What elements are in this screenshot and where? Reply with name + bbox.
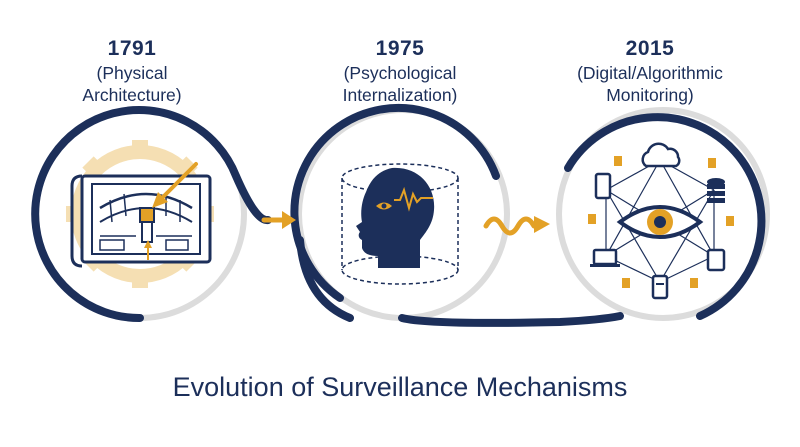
era-subtitle-line2: Internalization)	[342, 85, 458, 105]
network-lines	[605, 159, 715, 283]
cloud-icon	[641, 142, 681, 168]
era-2015: 2015 (Digital/Algorithmic Monitoring)	[550, 38, 750, 106]
timeline-ribbon	[31, 103, 766, 327]
tablet-icon	[706, 248, 726, 272]
blueprint-icon	[70, 174, 212, 268]
era-subtitle-line2: Monitoring)	[606, 85, 694, 105]
ribbon-bottom	[296, 236, 354, 322]
era-1975: 1975 (Psychological Internalization)	[300, 38, 500, 106]
brainwave-icon	[394, 186, 433, 212]
arrow-2-to-3	[483, 216, 550, 236]
era-subtitle-line2: Architecture)	[82, 85, 182, 105]
arrow-1-to-2	[261, 211, 296, 229]
document-icon	[588, 156, 734, 288]
eye-icon	[616, 205, 704, 239]
head-icon	[356, 167, 435, 268]
observer-arrow	[144, 162, 198, 260]
laptop-icon	[590, 248, 620, 267]
era-year: 2015	[625, 37, 675, 60]
era-year: 1975	[375, 37, 425, 60]
diagram-title: Evolution of Surveillance Mechanisms	[172, 372, 628, 402]
era-subtitle-line1: (Psychological	[343, 63, 457, 83]
era-subtitle-line1: (Digital/Algorithmic	[577, 63, 723, 83]
era-year: 1791	[107, 37, 157, 60]
era-1791: 1791 (Physical Architecture)	[32, 38, 232, 106]
phone-icon	[594, 172, 612, 200]
era-subtitle-line1: (Physical	[96, 63, 168, 83]
server-icon	[651, 274, 669, 300]
database-icon	[707, 178, 725, 203]
